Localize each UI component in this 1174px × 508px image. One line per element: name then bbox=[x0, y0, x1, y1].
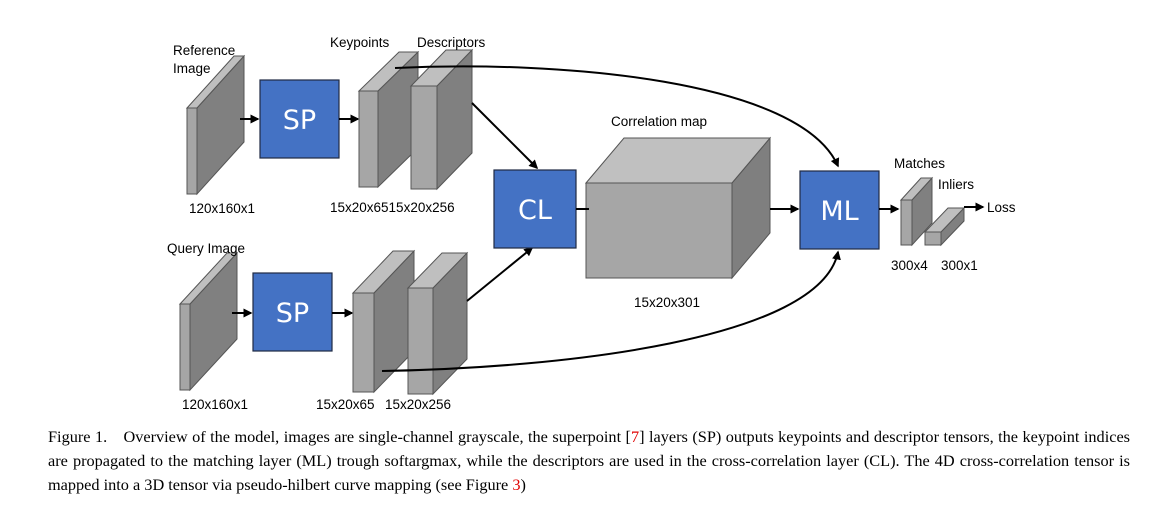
caption-suffix: ) bbox=[520, 475, 526, 494]
reference-image-label-line1: Reference bbox=[173, 43, 235, 58]
correlation-map-label: Correlation map bbox=[611, 114, 707, 129]
descriptors-label: Descriptors bbox=[417, 35, 486, 50]
reference-image-tensor bbox=[185, 54, 246, 196]
matches-label: Matches bbox=[894, 156, 945, 171]
ml-label: ML bbox=[820, 196, 858, 227]
figure-caption: Figure 1. Overview of the model, images … bbox=[48, 425, 1130, 497]
citation-link[interactable]: 7 bbox=[630, 427, 640, 446]
arrow-query-descriptors-to-cl bbox=[466, 247, 534, 302]
sp-reference-label: SP bbox=[283, 105, 316, 136]
query-image-dims: 120x160x1 bbox=[182, 397, 248, 412]
reference-image-dims: 120x160x1 bbox=[189, 201, 255, 216]
caption-middle: ] layers (SP) outputs keypoints and desc… bbox=[48, 427, 1131, 494]
correlation-map-dims: 15x20x301 bbox=[634, 295, 700, 310]
arrow-ref-descriptors-to-cl bbox=[471, 102, 539, 170]
keypoints-label: Keypoints bbox=[330, 35, 390, 50]
query-keypoints-tensor bbox=[351, 249, 416, 394]
ml-block: ML bbox=[799, 170, 880, 250]
query-descriptors-dims: 15x20x256 bbox=[385, 397, 451, 412]
matches-dims: 300x4 bbox=[891, 258, 928, 273]
model-overview-diagram: Reference Image 120x160x1 SP Keypoints D… bbox=[167, 35, 1016, 412]
caption-prefix: Figure 1. Overview of the model, images … bbox=[48, 427, 631, 446]
query-image-label: Query Image bbox=[167, 241, 245, 256]
sp-query-label: SP bbox=[276, 298, 309, 329]
figure-reference-link[interactable]: 3 bbox=[512, 475, 521, 494]
reference-descriptors-tensor bbox=[409, 48, 474, 191]
query-image-tensor bbox=[178, 251, 239, 392]
curve-ref-keypoints-to-ml bbox=[394, 65, 840, 168]
inliers-dims: 300x1 bbox=[941, 258, 978, 273]
sp-block-reference: SP bbox=[259, 79, 340, 159]
inliers-label: Inliers bbox=[938, 177, 974, 192]
reference-keypoints-descriptors-dims: 15x20x6515x20x256 bbox=[330, 200, 455, 215]
reference-keypoints-tensor bbox=[357, 50, 420, 189]
query-keypoints-dims: 15x20x65 bbox=[316, 397, 375, 412]
correlation-map-cube bbox=[584, 136, 772, 280]
cl-label: CL bbox=[518, 195, 552, 226]
sp-block-query: SP bbox=[252, 272, 333, 352]
curve-query-keypoints-to-ml bbox=[381, 250, 841, 372]
cl-block: CL bbox=[493, 169, 577, 249]
matches-tensor bbox=[899, 176, 934, 247]
loss-label: Loss bbox=[987, 200, 1016, 215]
reference-image-label-line2: Image bbox=[173, 61, 211, 76]
query-descriptors-tensor bbox=[406, 251, 469, 396]
